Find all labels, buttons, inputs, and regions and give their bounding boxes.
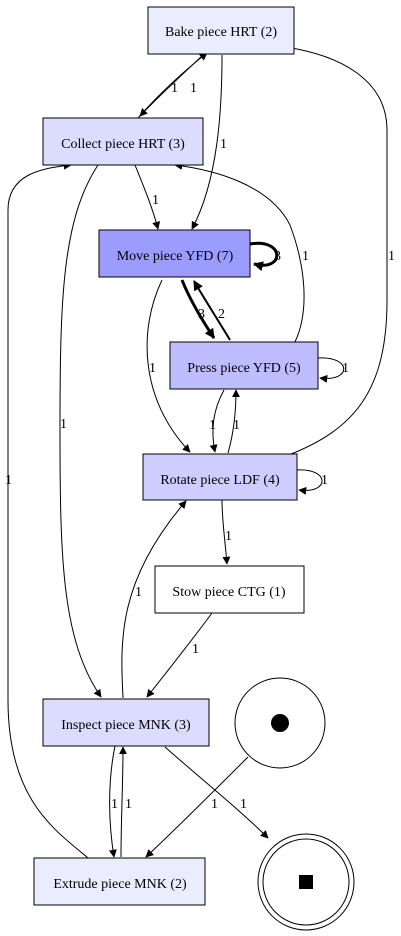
node-move-piece-yfd[interactable]: Move piece YFD (7) (98, 229, 251, 278)
edge-bake-to-collect: 1 (139, 54, 204, 117)
node-label: Press piece YFD (5) (187, 361, 301, 376)
edge-label: 1 (190, 81, 197, 96)
edge-bake-to-move: 1 (191, 54, 227, 230)
node-bake-piece-hrt[interactable]: Bake piece HRT (2) (147, 6, 295, 55)
edge-label: 1 (152, 193, 159, 208)
edge-rotate-to-bake: 1 (284, 44, 395, 457)
edge-label: 1 (5, 473, 12, 488)
edge-label: 1 (192, 642, 199, 657)
edge-inspect-to-rotate: 1 (121, 500, 187, 699)
node-label: Inspect piece MNK (3) (61, 718, 191, 733)
node-collect-piece-hrt[interactable]: Collect piece HRT (3) (42, 117, 204, 166)
edge-press-self-loop: 1 (317, 357, 349, 383)
node-label: Collect piece HRT (3) (61, 137, 185, 152)
edge-move-self-loop: 3 (249, 241, 281, 272)
edge-label: 1 (302, 249, 309, 264)
edge-label: 2 (218, 307, 225, 322)
edge-press-to-move: 2 (193, 280, 231, 341)
edge-rotate-to-stow: 1 (221, 499, 232, 565)
edge-collect-to-move: 1 (134, 164, 161, 230)
node-label: Extrude piece MNK (2) (53, 877, 187, 892)
node-label: Rotate piece LDF (4) (160, 473, 280, 488)
edge-extrude-to-inspect: 1 (118, 746, 132, 858)
edge-label: 1 (135, 585, 142, 600)
node-stow-piece-ctg[interactable]: Stow piece CTG (1) (154, 565, 305, 614)
edge-label: 1 (321, 473, 328, 488)
edge-inspect-to-extrude: 1 (108, 745, 118, 858)
node-press-piece-yfd[interactable]: Press piece YFD (5) (169, 341, 319, 390)
edge-start-to-extrude: 1 (145, 756, 249, 858)
edge-label: 1 (233, 418, 240, 433)
edge-label: 1 (209, 418, 216, 433)
edge-rotate-to-press: 1 (227, 389, 240, 454)
edge-label: 1 (60, 417, 67, 432)
node-label: Bake piece HRT (2) (165, 25, 277, 40)
end-place[interactable] (257, 833, 355, 931)
edge-label: 1 (220, 137, 227, 152)
edge-label: 1 (149, 361, 156, 376)
node-inspect-piece-mnk[interactable]: Inspect piece MNK (3) (42, 698, 210, 747)
node-label: Stow piece CTG (1) (172, 585, 285, 600)
edge-stow-to-inspect: 1 (146, 612, 213, 698)
edge-label: 1 (125, 797, 132, 812)
node-rotate-piece-ldf[interactable]: Rotate piece LDF (4) (142, 453, 298, 501)
edge-label: 1 (388, 249, 395, 264)
edge-label: 3 (274, 249, 281, 264)
edge-rotate-self-loop: 1 (296, 469, 328, 495)
edge-move-to-press: 3 (180, 279, 216, 339)
edge-label: 1 (342, 361, 349, 376)
edge-press-to-rotate: 1 (209, 389, 225, 453)
edge-label: 1 (171, 81, 178, 96)
edge-label: 1 (225, 529, 232, 544)
edge-press-to-collect: 1 (174, 161, 309, 343)
edge-extrude-to-collect: 1 (5, 161, 89, 859)
node-label: Move piece YFD (7) (117, 249, 234, 264)
edge-collect-to-inspect: 1 (59, 164, 102, 698)
end-square-icon (299, 875, 313, 889)
start-token-icon (271, 714, 289, 732)
start-place[interactable] (234, 677, 326, 769)
edge-label: 1 (240, 797, 247, 812)
edge-move-to-rotate: 1 (146, 279, 191, 453)
node-extrude-piece-mnk[interactable]: Extrude piece MNK (2) (33, 857, 206, 906)
edge-label: 1 (111, 797, 118, 812)
edge-inspect-to-end: 1 (164, 746, 269, 839)
edge-label: 3 (198, 307, 205, 322)
edge-label: 1 (211, 797, 218, 812)
